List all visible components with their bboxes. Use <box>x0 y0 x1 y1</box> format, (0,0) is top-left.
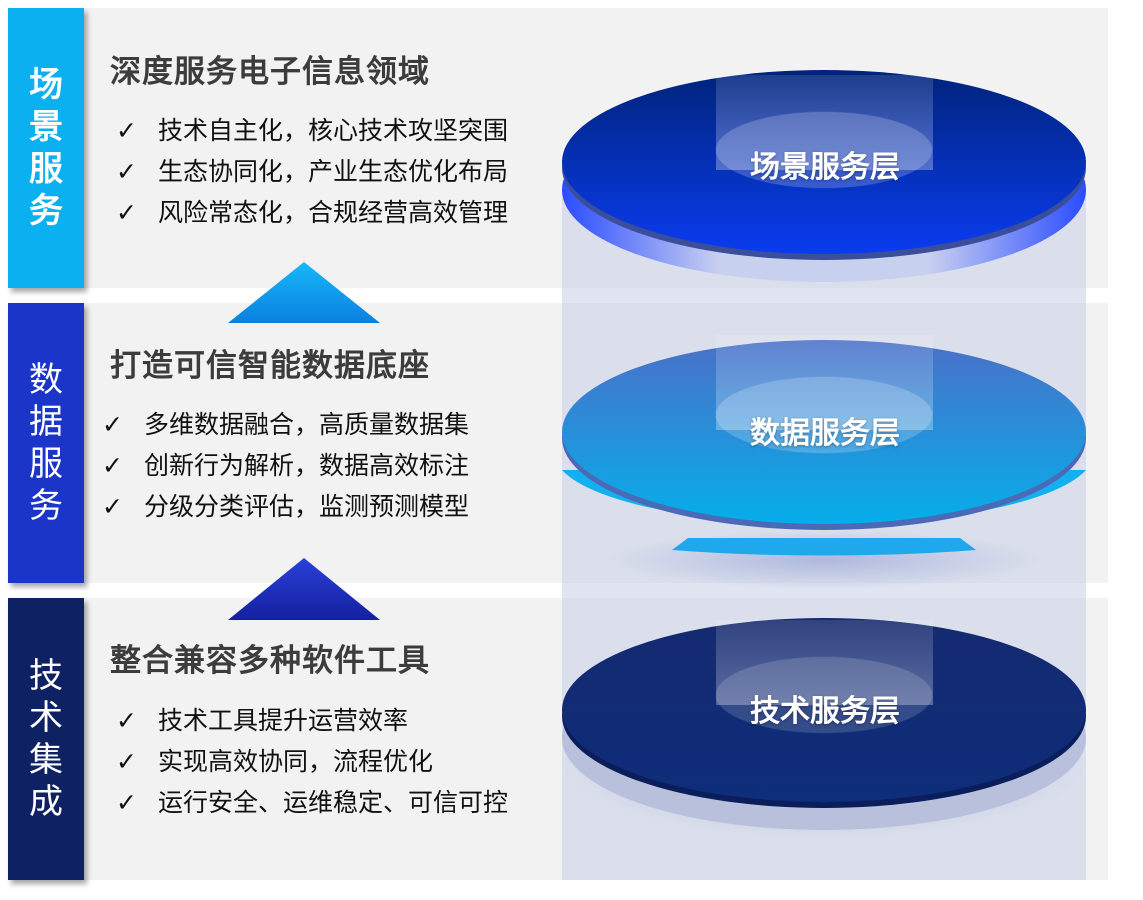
arrow-up-icon <box>228 558 380 620</box>
check-icon: ✓ <box>116 706 137 735</box>
list-item: ✓分级分类评估，监测预测模型 <box>102 486 469 527</box>
list-item: ✓生态协同化，产业生态优化布局 <box>116 151 508 192</box>
check-icon: ✓ <box>116 157 137 186</box>
list-item: ✓技术工具提升运营效率 <box>116 700 508 741</box>
check-icon: ✓ <box>102 451 123 480</box>
light-beam <box>716 620 933 705</box>
disc-label-scene: 场景服务层 <box>750 150 900 185</box>
section-title: 打造可信智能数据底座 <box>110 348 430 384</box>
disc-label-data: 数据服务层 <box>750 416 900 451</box>
list-item: ✓技术自主化，核心技术攻坚突围 <box>116 110 508 151</box>
arrow-up-icon <box>228 262 380 323</box>
list-item: ✓风险常态化，合规经营高效管理 <box>116 192 508 233</box>
disc-data <box>562 340 1086 524</box>
list-item: ✓创新行为解析，数据高效标注 <box>102 445 469 486</box>
feature-list: ✓多维数据融合，高质量数据集 ✓创新行为解析，数据高效标注 ✓分级分类评估，监测… <box>102 404 469 527</box>
disc-label-tech: 技术服务层 <box>750 694 900 729</box>
light-beam <box>716 335 933 430</box>
check-icon: ✓ <box>116 747 137 776</box>
section-title: 整合兼容多种软件工具 <box>110 643 430 679</box>
section-title: 深度服务电子信息领域 <box>110 54 430 90</box>
check-icon: ✓ <box>102 410 123 439</box>
side-label-scene: 场景服务 <box>8 8 84 288</box>
check-icon: ✓ <box>116 116 137 145</box>
check-icon: ✓ <box>102 492 123 521</box>
list-item: ✓实现高效协同，流程优化 <box>116 741 508 782</box>
light-beam <box>716 75 933 170</box>
feature-list: ✓技术工具提升运营效率 ✓实现高效协同，流程优化 ✓运行安全、运维稳定、可信可控 <box>116 700 508 823</box>
side-label-data: 数据服务 <box>8 303 84 583</box>
check-icon: ✓ <box>116 788 137 817</box>
list-item: ✓多维数据融合，高质量数据集 <box>102 404 469 445</box>
side-label-tech: 技术集成 <box>8 598 84 880</box>
disc-tech <box>562 618 1086 802</box>
list-item: ✓运行安全、运维稳定、可信可控 <box>116 782 508 823</box>
check-icon: ✓ <box>116 198 137 227</box>
feature-list: ✓技术自主化，核心技术攻坚突围 ✓生态协同化，产业生态优化布局 ✓风险常态化，合… <box>116 110 508 233</box>
